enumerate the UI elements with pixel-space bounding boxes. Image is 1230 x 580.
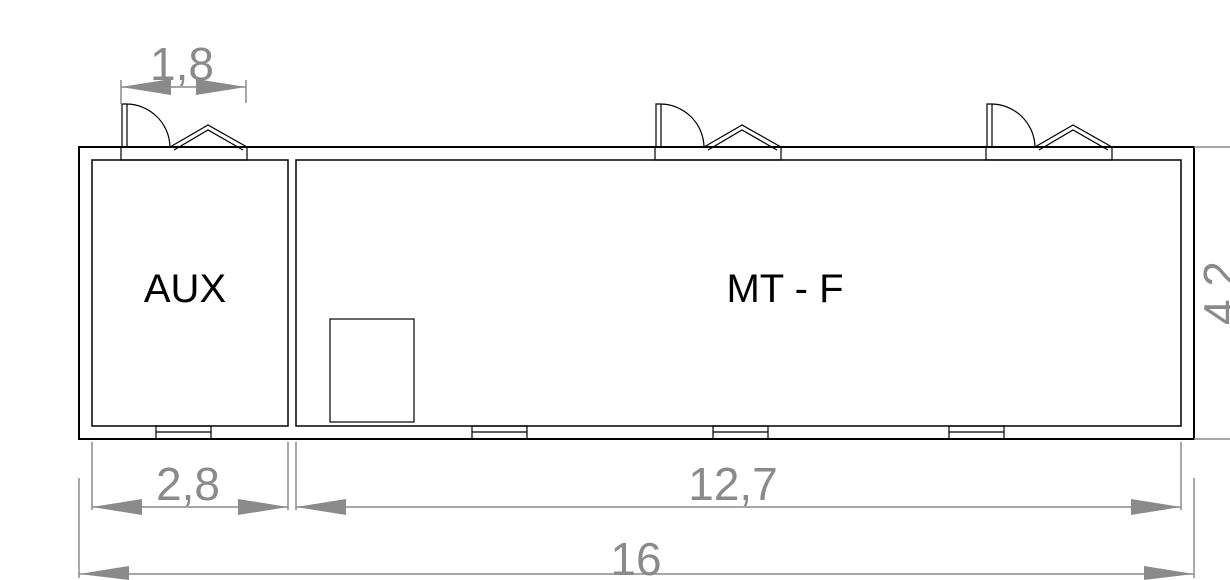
vent <box>712 425 769 440</box>
dimension-arrow <box>92 499 142 515</box>
dimension-aux-width: 2,8 <box>91 442 289 515</box>
vent <box>471 425 528 440</box>
room-label-main: MT - F <box>726 267 843 311</box>
dimension-arrow <box>1131 499 1181 515</box>
door-swing-leaf <box>121 103 171 148</box>
dimension-height: 4,2 <box>1194 146 1230 440</box>
dimension-door-width: 1,8 <box>120 38 247 104</box>
dimension-label-main: 12,7 <box>688 458 778 510</box>
dimension-main-width: 12,7 <box>295 442 1182 515</box>
building-walls <box>78 146 1195 440</box>
dimension-label-total: 16 <box>610 533 661 580</box>
vent <box>155 425 212 440</box>
dimension-label-door: 1,8 <box>150 38 214 90</box>
door-folding-leaf <box>169 124 248 151</box>
dimension-arrow <box>121 79 171 95</box>
door-swing-leaf <box>655 103 705 148</box>
outer-wall <box>78 146 1195 440</box>
vent <box>948 425 1005 440</box>
dimension-label-aux: 2,8 <box>156 458 220 510</box>
door-folding-leaf <box>703 124 782 151</box>
double-door-right <box>985 103 1113 161</box>
door-frame <box>985 146 1113 161</box>
dimension-arrow <box>79 566 129 580</box>
dimension-label-height: 4,2 <box>1194 261 1230 325</box>
room-label-aux: AUX <box>144 267 226 311</box>
door-frame <box>120 146 248 161</box>
door-frame <box>654 146 782 161</box>
door-folding-leaf <box>1034 124 1113 151</box>
dimension-arrow <box>196 79 246 95</box>
dimension-arrow <box>1144 566 1194 580</box>
bottom-vents <box>155 425 1005 440</box>
double-door-middle <box>654 103 782 161</box>
double-door-aux <box>120 103 248 161</box>
dimension-arrow <box>238 499 288 515</box>
door-swing-leaf <box>986 103 1036 148</box>
dimension-arrow <box>296 499 346 515</box>
dimension-total-width: 16 <box>78 478 1195 580</box>
equipment-box <box>329 318 415 423</box>
